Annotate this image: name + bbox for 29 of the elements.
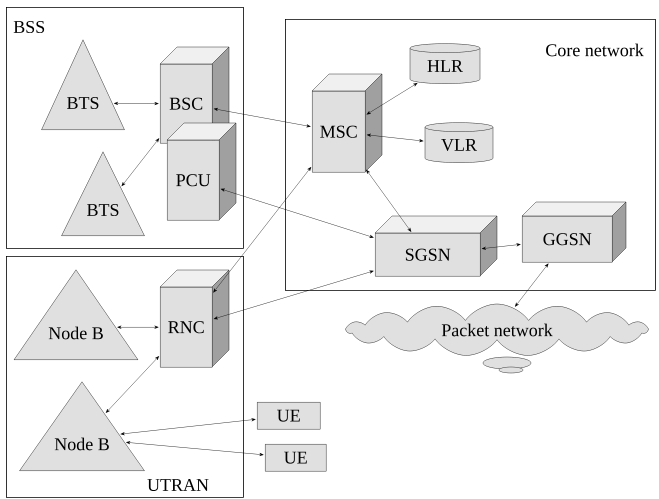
arrow bbox=[214, 108, 311, 128]
database-cylinder: HLR bbox=[410, 43, 480, 84]
network-cloud: Packet network bbox=[345, 304, 649, 374]
base-station-triangle: BTS bbox=[61, 152, 145, 236]
base-station-triangle: Node B bbox=[19, 382, 145, 471]
controller-box: GGSN bbox=[522, 202, 626, 262]
arrow bbox=[514, 263, 549, 307]
arrow bbox=[117, 326, 159, 329]
base-station-triangle: BTS bbox=[41, 40, 125, 130]
arrow bbox=[214, 270, 374, 320]
database-cylinder: VLR bbox=[424, 122, 494, 163]
arrow bbox=[106, 356, 160, 413]
arrow bbox=[366, 134, 424, 142]
arrow bbox=[366, 170, 412, 232]
base-station-triangle: Node B bbox=[14, 270, 138, 360]
controller-box: SGSN bbox=[374, 216, 498, 276]
arrow bbox=[120, 418, 256, 436]
controller-box: PCU bbox=[166, 122, 236, 220]
arrow bbox=[213, 166, 312, 293]
arrow bbox=[220, 188, 374, 238]
controller-box: RNC bbox=[160, 270, 230, 368]
device-box: UE bbox=[257, 402, 320, 430]
arrow bbox=[126, 441, 264, 456]
arrow bbox=[122, 138, 160, 186]
arrow bbox=[482, 243, 521, 250]
arrow bbox=[366, 82, 418, 115]
device-box: UE bbox=[265, 444, 326, 472]
arrow bbox=[114, 102, 159, 106]
controller-box: MSC bbox=[312, 74, 382, 172]
